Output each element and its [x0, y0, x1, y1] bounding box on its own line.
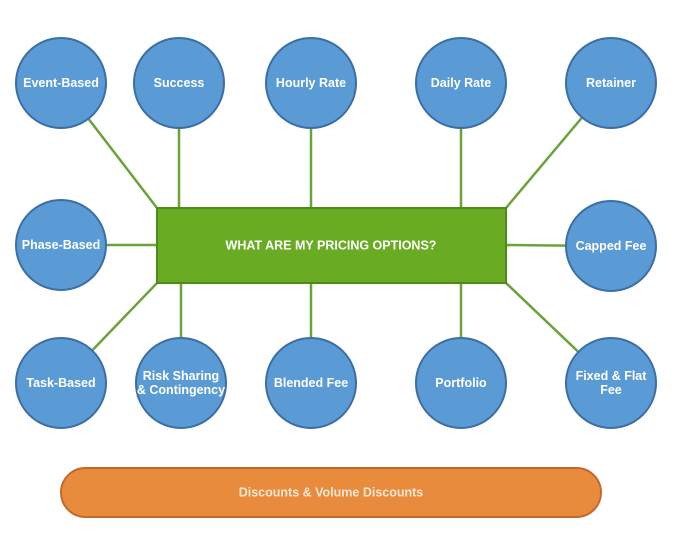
node-label: Retainer — [586, 76, 636, 90]
node-label: Event-Based — [23, 76, 99, 90]
node-hourly-rate: Hourly Rate — [265, 37, 357, 129]
node-portfolio: Portfolio — [415, 337, 507, 429]
footer-label: Discounts & Volume Discounts — [239, 486, 424, 500]
node-label: Blended Fee — [274, 376, 348, 390]
connector-retainer — [505, 116, 584, 209]
connector-fixed-flat-fee — [505, 282, 580, 353]
node-circle — [565, 37, 657, 129]
node-circle — [415, 337, 507, 429]
center-box — [156, 207, 507, 284]
node-event-based: Event-Based — [15, 37, 107, 129]
node-circle — [15, 37, 107, 129]
node-daily-rate: Daily Rate — [415, 37, 507, 129]
node-label: Fee — [600, 383, 622, 397]
node-label: Capped Fee — [576, 239, 647, 253]
node-label: Fixed & Flat — [576, 369, 648, 383]
footer-pill — [60, 467, 602, 518]
node-circle — [15, 199, 107, 291]
footer-banner: Discounts & Volume Discounts — [60, 467, 602, 518]
connector-event-based — [87, 117, 158, 209]
connector-task-based — [91, 282, 158, 352]
node-circle — [135, 337, 227, 429]
node-success: Success — [133, 37, 225, 129]
node-label: Daily Rate — [431, 76, 491, 90]
node-label: Risk Sharing — [143, 369, 219, 383]
node-circle — [565, 200, 657, 292]
node-task-based: Task-Based — [15, 337, 107, 429]
connector-capped-fee — [505, 243, 567, 247]
center-title: WHAT ARE MY PRICING OPTIONS? — [226, 239, 437, 253]
node-phase-based: Phase-Based — [15, 199, 107, 291]
node-circle — [265, 337, 357, 429]
node-label: Portfolio — [435, 376, 487, 390]
connectors — [87, 116, 584, 353]
node-label: Task-Based — [26, 376, 95, 390]
node-label: & Contingency — [137, 383, 225, 397]
node-circle — [133, 37, 225, 129]
node-blended-fee: Blended Fee — [265, 337, 357, 429]
node-circle — [15, 337, 107, 429]
node-circle — [565, 337, 657, 429]
node-capped-fee: Capped Fee — [565, 200, 657, 292]
node-risk-sharing-contingency: Risk Sharing& Contingency — [135, 337, 227, 429]
node-retainer: Retainer — [565, 37, 657, 129]
node-label: Hourly Rate — [276, 76, 346, 90]
node-circle — [265, 37, 357, 129]
node-label: Phase-Based — [22, 238, 101, 252]
center-node: WHAT ARE MY PRICING OPTIONS? — [156, 207, 507, 284]
node-label: Success — [154, 76, 205, 90]
node-circle — [415, 37, 507, 129]
